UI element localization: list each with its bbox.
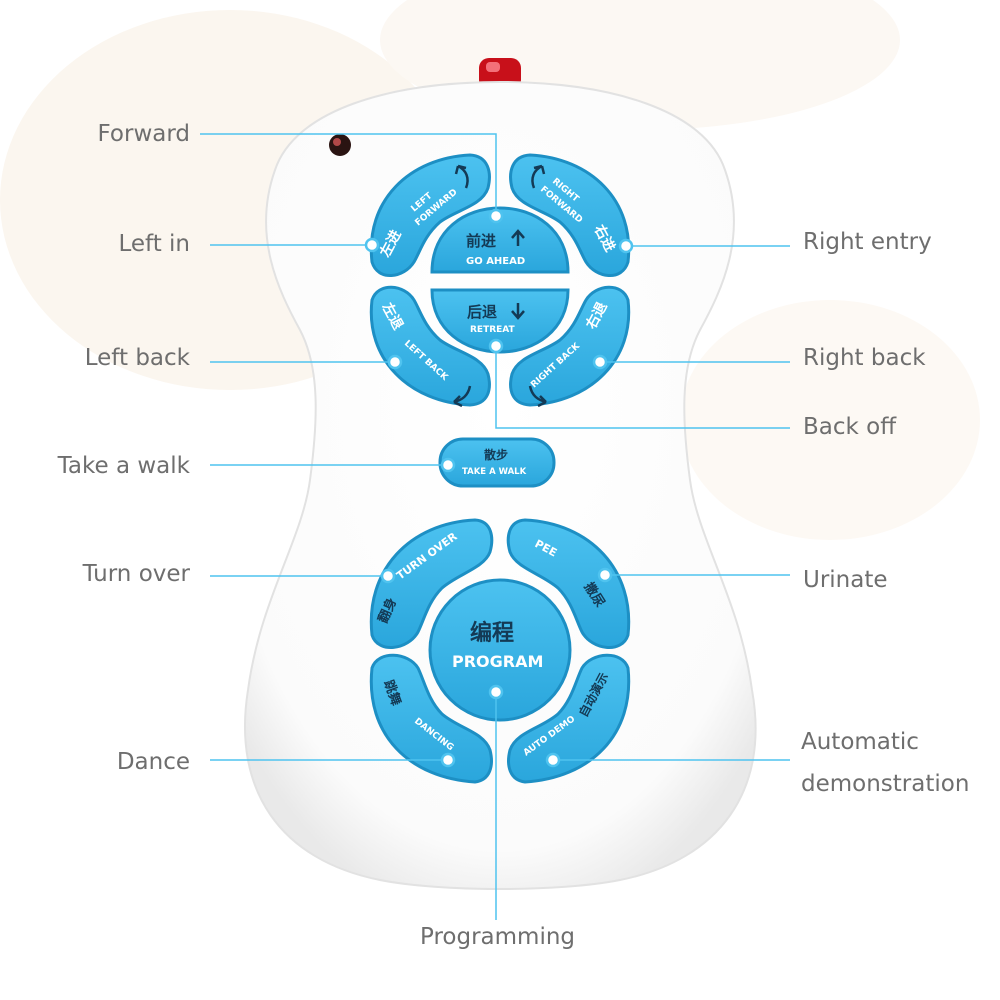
callout-urinate: Urinate bbox=[803, 567, 888, 593]
callout-forward: Forward bbox=[97, 121, 191, 147]
callout-back-off: Back off bbox=[803, 414, 897, 440]
callout-automatic: Automatic bbox=[801, 729, 919, 755]
down-arrow-icon bbox=[511, 303, 525, 320]
program-cn-label: 编程 bbox=[470, 620, 514, 646]
auto-demo-button[interactable] bbox=[507, 653, 631, 784]
bg-blob bbox=[680, 300, 980, 540]
callout-right-entry: Right entry bbox=[803, 229, 932, 255]
leader-lines bbox=[200, 133, 790, 920]
callout-take-a-walk: Take a walk bbox=[57, 453, 190, 479]
callout-left-back: Left back bbox=[84, 345, 190, 371]
callout-right-back: Right back bbox=[803, 345, 926, 371]
curve-arrow-icon bbox=[528, 385, 547, 408]
curve-arrow-icon bbox=[453, 385, 472, 408]
retreat-en-label: RETREAT bbox=[470, 325, 516, 335]
take-a-walk-cn-label: 散步 bbox=[484, 447, 508, 462]
callout-demonstration: demonstration bbox=[801, 771, 970, 797]
retreat-cn-label: 后退 bbox=[467, 303, 497, 321]
go-ahead-en-label: GO AHEAD bbox=[466, 256, 525, 267]
leader-dots bbox=[364, 208, 634, 768]
take-a-walk-button[interactable] bbox=[438, 437, 556, 488]
callout-turn-over: Turn over bbox=[82, 561, 190, 587]
callout-left-in: Left in bbox=[118, 231, 190, 257]
go-ahead-cn-label: 前进 bbox=[466, 232, 496, 250]
left-back-button[interactable] bbox=[369, 285, 491, 407]
pee-button[interactable] bbox=[506, 518, 631, 649]
curve-arrow-icon bbox=[531, 164, 546, 189]
go-ahead-button[interactable] bbox=[430, 206, 570, 274]
take-a-walk-en-label: TAKE A WALK bbox=[462, 467, 527, 477]
dancing-button[interactable] bbox=[369, 653, 493, 784]
left-forward-button[interactable] bbox=[369, 153, 491, 277]
right-back-button[interactable] bbox=[509, 285, 631, 407]
right-forward-button[interactable] bbox=[509, 153, 631, 277]
program-en-label: PROGRAM bbox=[452, 652, 543, 671]
turn-over-button[interactable] bbox=[369, 518, 494, 649]
up-arrow-icon bbox=[511, 229, 525, 246]
curve-arrow-icon bbox=[454, 164, 469, 189]
callout-dance: Dance bbox=[116, 749, 190, 775]
callout-programming: Programming bbox=[420, 924, 576, 950]
program-button[interactable] bbox=[428, 578, 572, 722]
sensor-dot-icon bbox=[329, 134, 351, 156]
